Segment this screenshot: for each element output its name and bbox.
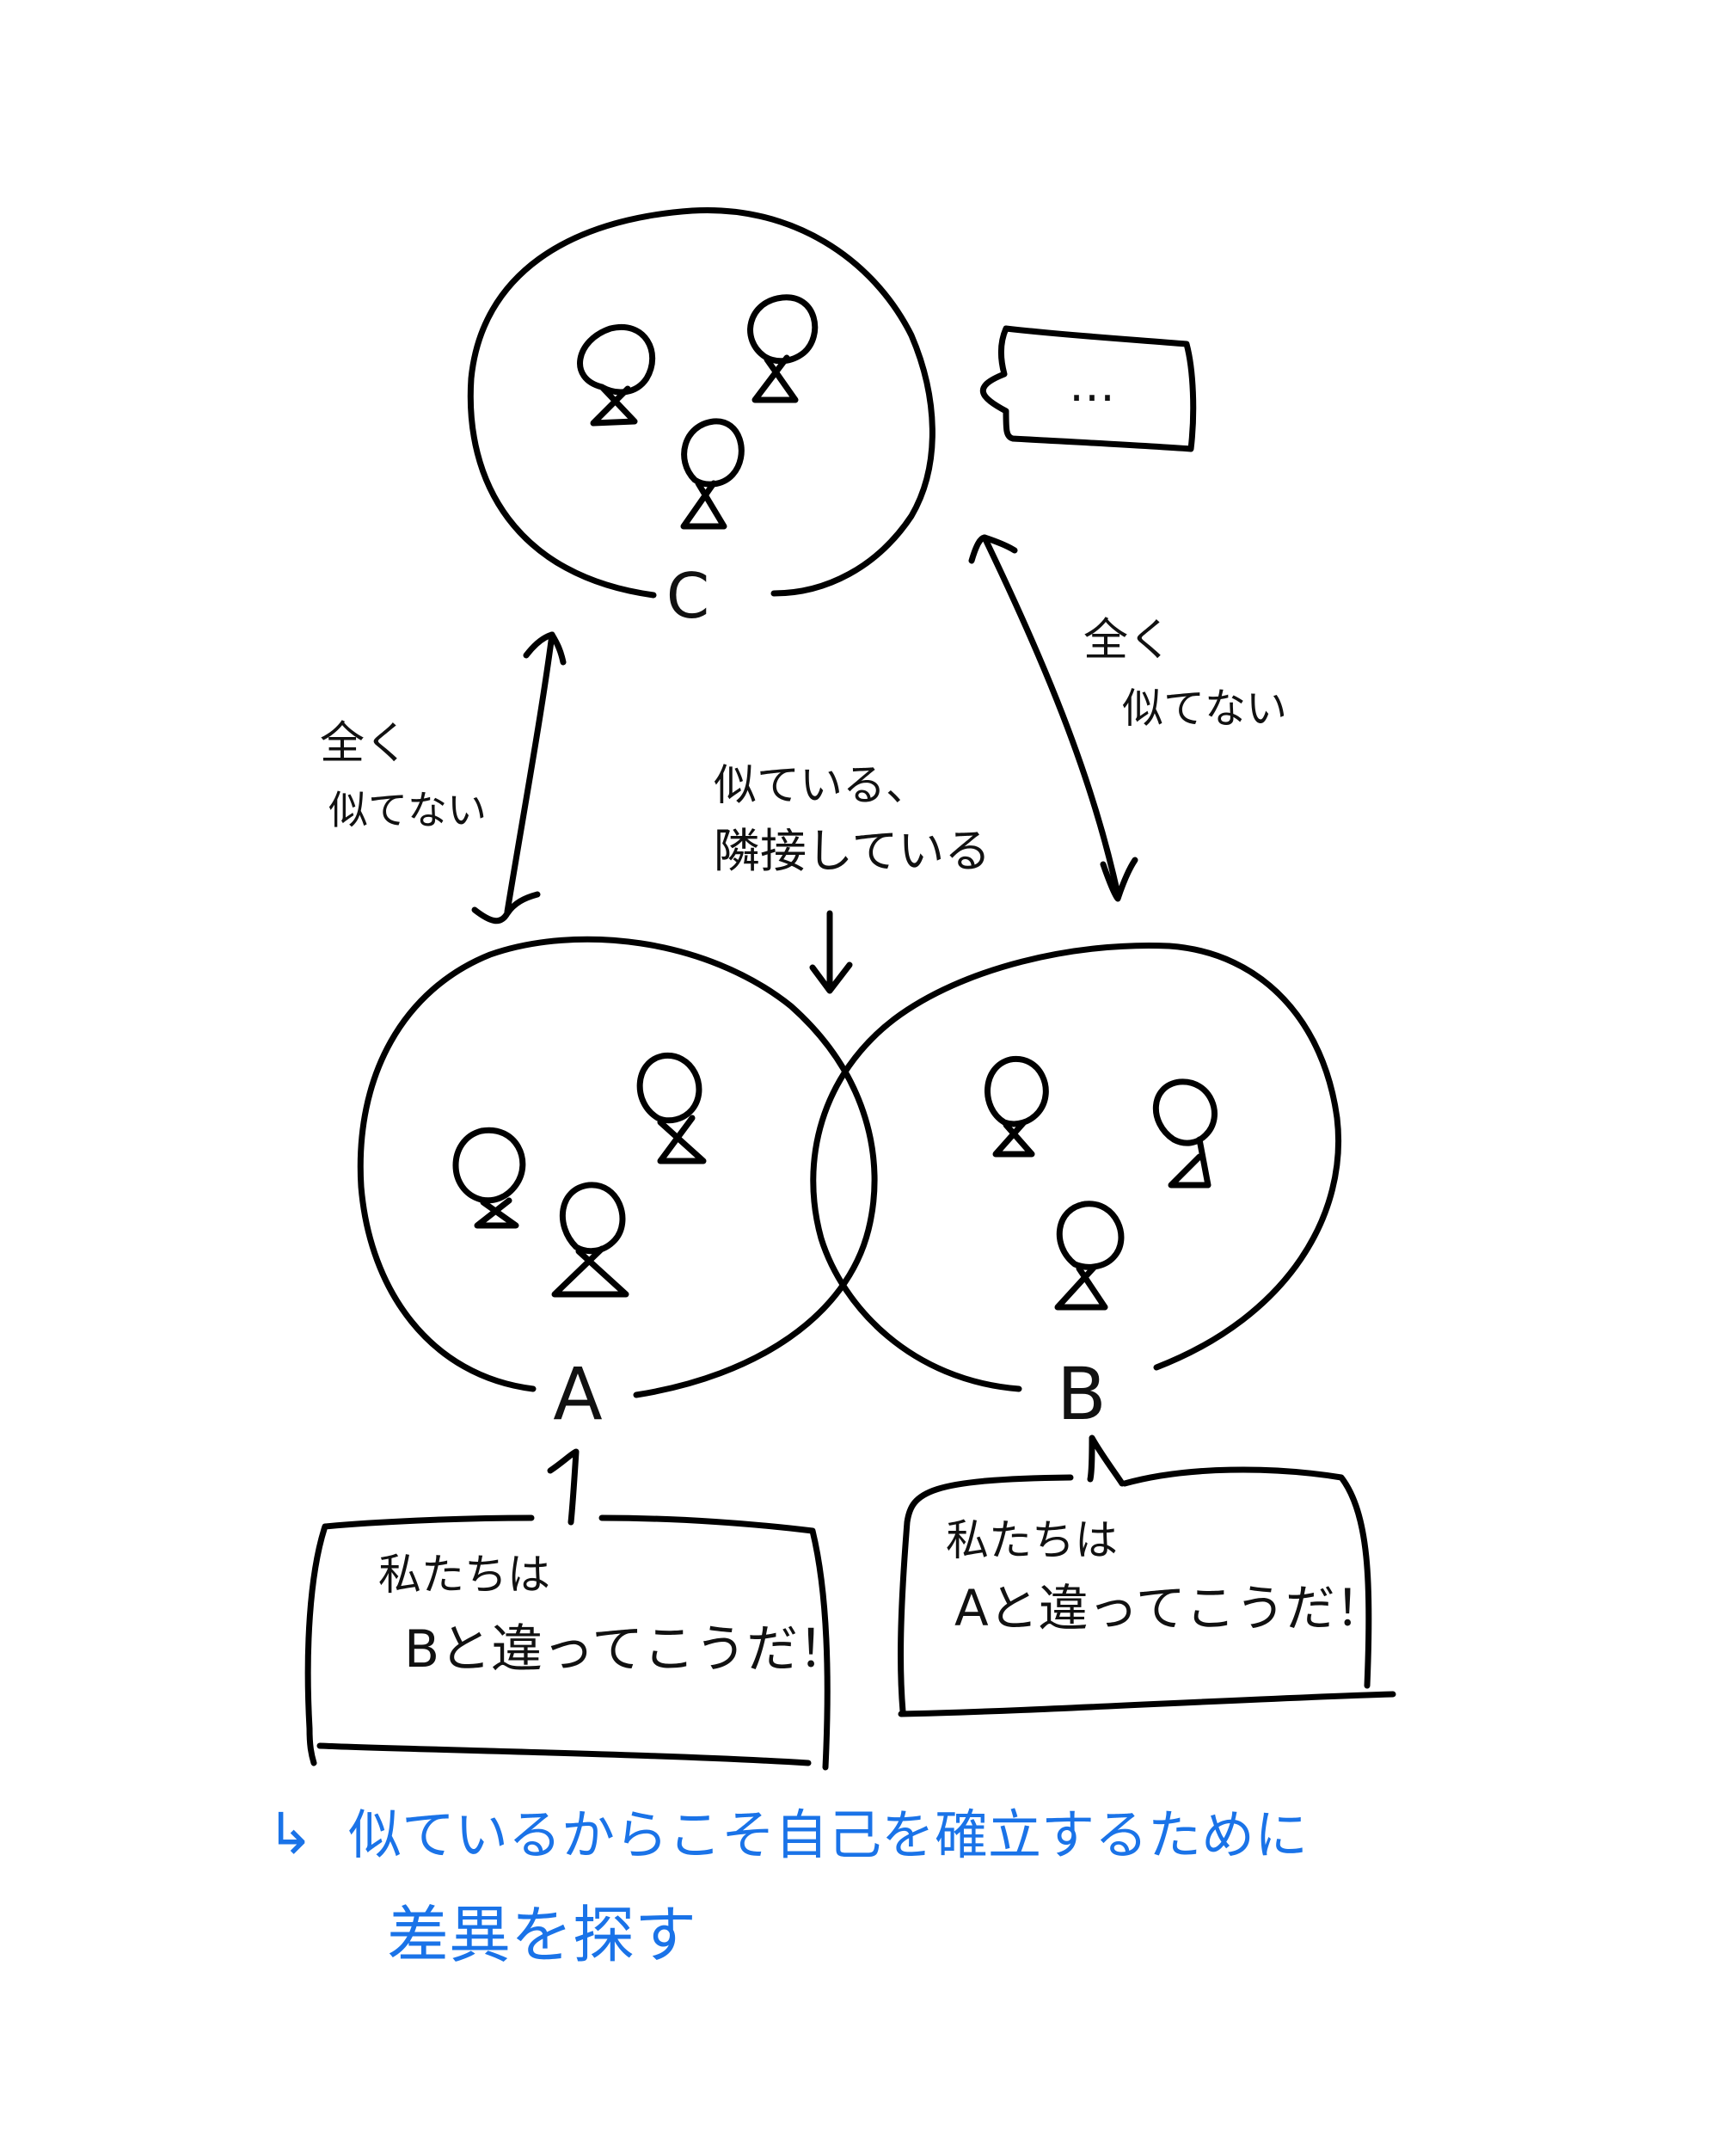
group-c-speech-text: …	[1069, 358, 1115, 412]
person-icon	[452, 1127, 526, 1229]
group-a-speech-line1: 私たちは	[378, 1550, 550, 1600]
group-b-speech-bubble: 私たちは Aと違ってこうだ！	[898, 1434, 1396, 1717]
person-icon	[1054, 1201, 1125, 1311]
relation-c-a-line2: 似てない	[328, 787, 487, 833]
group-a-outline	[357, 936, 878, 1398]
group-c: C	[467, 206, 935, 632]
person-icon	[680, 418, 745, 530]
group-b-speech-line2: Aと違ってこうだ！	[954, 1579, 1385, 1637]
group-b: B	[810, 943, 1342, 1436]
relation-a-b-line2: 隣接している	[714, 824, 991, 878]
relation-a-b-line1: 似ている、	[714, 760, 929, 810]
group-a-speech-bubble: 私たちは Bと違ってこうだ！	[304, 1448, 850, 1771]
relation-c-a-line1: 全く	[320, 718, 409, 770]
person-icon	[636, 1053, 707, 1164]
relation-arrow-c-b	[968, 534, 1138, 902]
group-c-outline	[467, 206, 935, 599]
conclusion-note: ↳ 似ているからこそ自己を確立するために 差異を探す	[267, 1801, 1308, 1971]
person-icon	[577, 323, 656, 427]
group-a: A	[357, 936, 878, 1436]
group-b-speech-line1: 私たちは	[946, 1515, 1118, 1565]
person-icon	[551, 1182, 629, 1298]
relation-arrow-a-b	[809, 910, 853, 994]
group-c-label: C	[666, 560, 709, 632]
group-b-label: B	[1057, 1352, 1107, 1436]
relation-c-b-line1: 全く	[1083, 615, 1173, 666]
conclusion-line1: 似ているからこそ自己を確立するために	[348, 1803, 1308, 1866]
group-a-speech-line2: Bと違ってこうだ！	[404, 1619, 850, 1680]
conclusion-line2: 差異を探す	[387, 1899, 696, 1971]
relation-c-b-line2: 似てない	[1122, 685, 1287, 733]
relation-arrow-c-a	[471, 631, 567, 924]
person-icon	[747, 294, 819, 403]
conclusion-arrow-icon: ↳	[267, 1801, 314, 1867]
person-icon	[1152, 1078, 1218, 1189]
group-a-label: A	[553, 1352, 602, 1436]
group-c-speech-bubble: …	[980, 325, 1197, 452]
person-icon	[985, 1056, 1049, 1158]
group-b-outline	[810, 943, 1342, 1392]
